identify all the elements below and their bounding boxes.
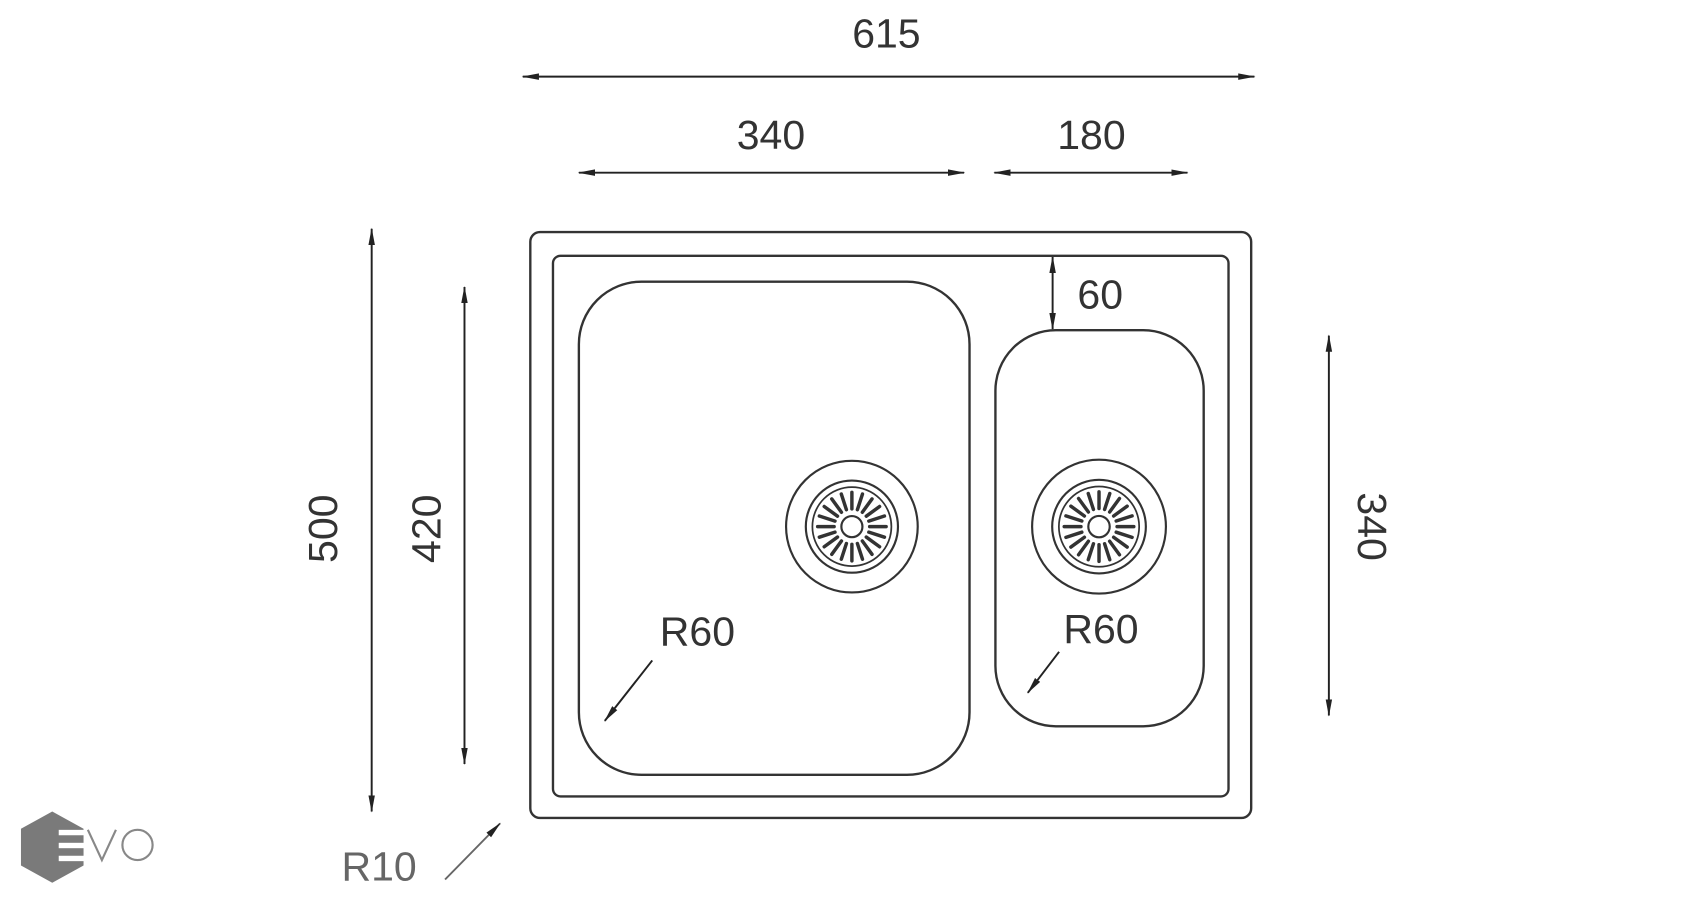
drain-slot — [1114, 514, 1134, 523]
label-right-bowl-offset: 60 — [1077, 272, 1123, 318]
evo-logo — [20, 811, 154, 883]
drain-slot — [1086, 542, 1096, 562]
drain-slot — [1102, 491, 1112, 512]
drain-slot — [1107, 539, 1122, 557]
drain-slot — [1111, 535, 1129, 549]
label-left-bowl-depth: 420 — [404, 495, 450, 563]
drain-ring — [1051, 478, 1147, 575]
right-drain-icon — [1031, 458, 1168, 595]
drain-slot — [1076, 539, 1091, 557]
sink-inner-rim — [551, 254, 1230, 798]
corner-radius-arrow — [444, 822, 501, 881]
label-overall-width: 615 — [852, 10, 920, 56]
drain-slot — [1069, 504, 1087, 518]
drain-slot — [822, 535, 840, 549]
drain-ring — [1031, 458, 1168, 595]
drain-slot — [830, 539, 844, 557]
drain-ring — [840, 515, 864, 539]
label-right-bowl-radius: R60 — [1063, 606, 1138, 652]
drain-slot — [839, 541, 849, 561]
drain-slot — [855, 541, 865, 561]
drain-slot — [839, 492, 849, 512]
drain-slot — [1076, 496, 1091, 514]
drain-slot — [830, 497, 844, 514]
drain-ring — [1058, 485, 1141, 568]
drain-slot — [1064, 530, 1084, 540]
right-bowl — [994, 329, 1205, 728]
drain-ring — [784, 459, 919, 594]
label-right-bowl-width: 180 — [1057, 112, 1125, 158]
drain-slot — [817, 514, 837, 523]
drain-ring — [811, 486, 893, 567]
left-drain-icon — [784, 459, 919, 594]
drain-slot — [867, 514, 887, 523]
drain-slot — [860, 539, 874, 557]
drain-slot — [867, 530, 887, 539]
drain-slot — [1102, 542, 1112, 562]
drain-slot — [1107, 496, 1122, 514]
left-radius-arrow — [604, 659, 654, 722]
drain-ring — [1087, 514, 1111, 539]
drain-slot — [817, 530, 837, 539]
drain-ring — [804, 479, 900, 574]
drain-slot — [1111, 504, 1129, 518]
drain-slot — [1114, 530, 1134, 540]
label-left-bowl-width: 340 — [737, 112, 805, 158]
label-right-bowl-depth: 340 — [1349, 492, 1395, 560]
label-corner-radius: R10 — [341, 844, 416, 890]
label-left-bowl-radius: R60 — [660, 608, 735, 654]
left-bowl — [577, 280, 971, 777]
drain-slot — [855, 492, 865, 512]
drain-slot — [864, 535, 882, 549]
drain-slot — [1069, 535, 1087, 549]
sink-outer-rim — [529, 230, 1253, 820]
drain-slot — [822, 504, 840, 518]
drain-slot — [860, 497, 874, 514]
drain-slot — [1064, 514, 1084, 523]
drain-slot — [1086, 491, 1096, 512]
right-radius-arrow — [1027, 651, 1060, 694]
drain-slot — [864, 504, 882, 518]
label-overall-depth: 500 — [300, 495, 346, 563]
